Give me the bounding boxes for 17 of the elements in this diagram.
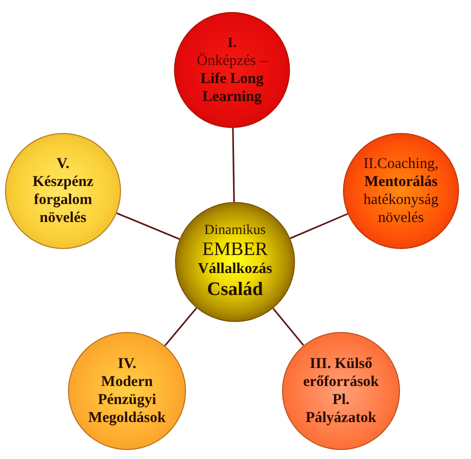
node-text: Modern Pénzügyi Megoldások [87, 373, 167, 427]
node-text: Önképzés – Life Long Learning [196, 52, 268, 106]
node-text: Vállalkozás [196, 260, 274, 279]
node-text: III. Külső erőforrások Pl. Pályázatok [302, 355, 380, 427]
node-text: IV. [116, 355, 138, 373]
node-text: I. [226, 34, 238, 52]
connector-line [272, 308, 304, 346]
connector-line [290, 213, 348, 240]
node-text: II.Coaching, Mentorálás hatékonyság növelés [362, 155, 440, 227]
connector-line [164, 308, 198, 346]
node-text: EMBER [201, 239, 269, 260]
node-text: V. [56, 155, 70, 173]
node-text: Készpénz forgalom növelés [32, 173, 94, 227]
node-text: Család [206, 279, 264, 301]
connector-line [116, 212, 180, 240]
connector-line [232, 128, 235, 202]
node-text: Dinamikus [203, 223, 267, 239]
